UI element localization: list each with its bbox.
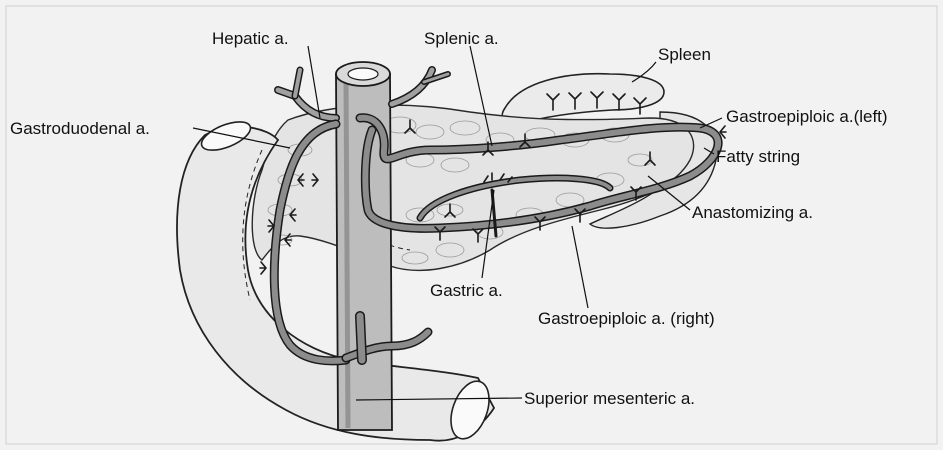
label-hepatic-artery: Hepatic a. xyxy=(212,30,289,47)
label-gastroepiploic-right: Gastroepiploic a. (right) xyxy=(538,310,715,327)
aorta-shading xyxy=(346,80,348,428)
label-splenic-artery: Splenic a. xyxy=(424,30,499,47)
leader-gastroepiploic-right xyxy=(572,226,588,308)
label-gastric-artery: Gastric a. xyxy=(430,282,503,299)
label-gastroepiploic-left: Gastroepiploic a.(left) xyxy=(726,108,888,125)
aorta-lumen xyxy=(348,68,378,80)
label-gastroduodenal-artery: Gastroduodenal a. xyxy=(10,120,150,137)
spleen xyxy=(502,74,664,125)
label-fatty-string: Fatty string xyxy=(716,148,800,165)
label-superior-mesenteric-artery: Superior mesenteric a. xyxy=(524,390,695,407)
label-anastomizing-artery: Anastomizing a. xyxy=(692,204,813,221)
label-spleen: Spleen xyxy=(658,46,711,63)
